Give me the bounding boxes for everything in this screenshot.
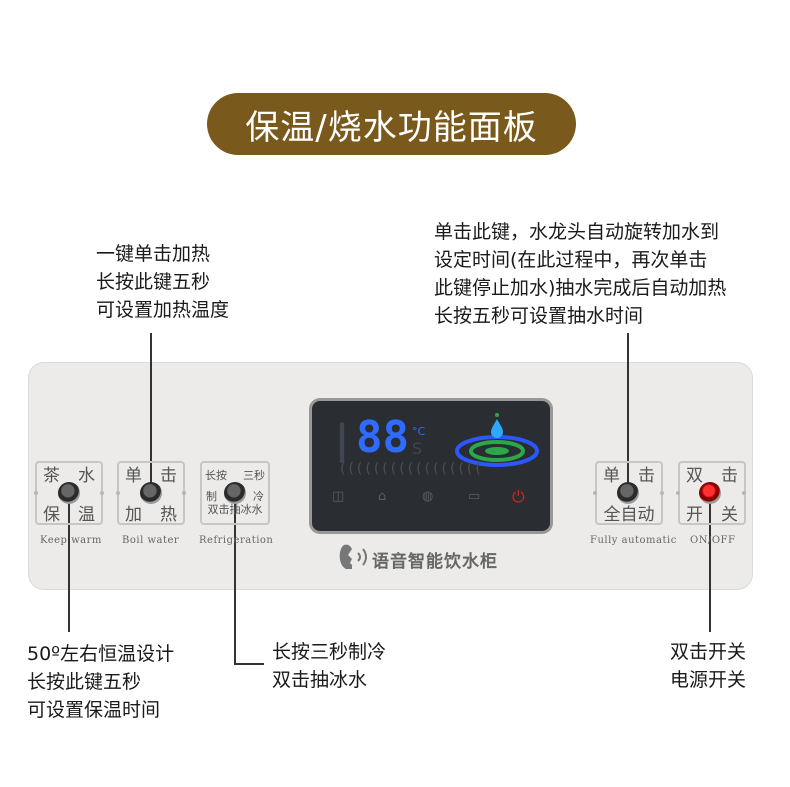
power-note: 双击开关 电源开关 [670, 638, 746, 694]
auto-note: 单击此键，水龙头自动旋转加水到 设定时间(在此过程中，再次单击 此键停止加水)抽… [434, 218, 726, 330]
indicator-dot [676, 491, 680, 495]
cold-bottom-label: 双击抽冰水 [200, 501, 270, 517]
boil-bottom-char: 热 [160, 505, 177, 525]
keepwarm-knob[interactable] [58, 482, 80, 504]
cold-button[interactable]: 长按 三秒 制 冷 双击抽冰水 [200, 461, 270, 525]
auto-note-line: 单击此键，水龙头自动旋转加水到 [434, 221, 720, 243]
lcd-display: | 88 °C S ((((((((((((((((( ◫ ⌂ ◍ ▭ ⏻ [312, 401, 550, 531]
auto-top-char: 单 [603, 466, 620, 486]
keepwarm-note-line: 可设置保温时间 [27, 699, 161, 721]
cold-top-label: 长按 三秒 [200, 467, 270, 483]
power-connector [709, 492, 711, 632]
power-bottom-char: 开 [686, 505, 703, 525]
keepwarm-bottom-label: 保 温 [35, 500, 103, 525]
boil-sub-label: Boil water [122, 535, 180, 546]
power-icon: ⏻ [512, 487, 525, 506]
auto-sub-label: Fully automatic [590, 535, 677, 546]
keepwarm-top-label: 茶 水 [35, 461, 103, 486]
cold-note-line: 双击抽冰水 [272, 669, 368, 691]
boil-knob[interactable] [140, 482, 162, 504]
keepwarm-note-line: 50º左右恒温设计 [27, 643, 175, 665]
auto-top-label: 单 击 [595, 461, 663, 486]
tea-mode-icon: ◫ [332, 489, 345, 504]
keepwarm-top-char: 水 [78, 466, 95, 486]
boil-top-char: 单 [125, 466, 142, 486]
cold-frame [200, 461, 270, 525]
cold-bottom-text: 双击抽冰水 [207, 503, 263, 516]
cold-mid-label: 制 冷 [200, 488, 270, 504]
keepwarm-top-char: 茶 [43, 466, 60, 486]
indicator-dot [593, 491, 597, 495]
water-ripple-icon [455, 413, 539, 467]
heat-note-line: 可设置加热温度 [96, 299, 230, 321]
heat-note-line: 长按此键五秒 [96, 271, 211, 293]
cold-connector-tick [234, 663, 264, 665]
indicator-dot [34, 491, 38, 495]
keepwarm-bottom-char: 保 [43, 505, 60, 525]
power-knob[interactable] [699, 482, 721, 504]
seconds-icon: S [412, 439, 423, 458]
cold-sub-label: Refrigeration [199, 535, 274, 546]
auto-bottom-label: 全自动 [595, 500, 663, 525]
cold-icon: ▭ [468, 489, 481, 504]
keepwarm-sub-label: Keep warm [40, 535, 102, 546]
heat-note: 一键单击加热 长按此键五秒 可设置加热温度 [96, 240, 229, 324]
auto-note-line: 此键停止加水)抽水完成后自动加热 [434, 277, 727, 299]
boil-top-label: 单 击 [117, 461, 185, 486]
boil-bottom-char: 加 [125, 505, 142, 525]
voice-face-icon [339, 544, 367, 569]
auto-note-line: 设定时间(在此过程中，再次单击 [434, 249, 708, 271]
cold-mid-char: 制 [206, 490, 217, 503]
cup-icon: ◍ [422, 489, 434, 504]
power-note-line: 双击开关 [670, 641, 747, 663]
cold-knob[interactable] [224, 482, 246, 504]
auto-note-line: 长按五秒可设置抽水时间 [434, 305, 644, 327]
segment-dim: | [330, 417, 355, 463]
power-bottom-label: 开 关 [678, 500, 746, 525]
cold-top-text: 三秒 [243, 469, 265, 482]
keepwarm-note: 50º左右恒温设计 长按此键五秒 可设置保温时间 [27, 640, 174, 724]
keepwarm-note-line: 长按此键五秒 [27, 671, 142, 693]
boil-bottom-label: 加 热 [117, 500, 185, 525]
power-sub-label: ON/OFF [690, 535, 736, 546]
cold-note-line: 长按三秒制冷 [272, 641, 387, 663]
temperature-digits: 88 [356, 412, 409, 463]
keepwarm-connector [68, 492, 70, 632]
page-title: 保温/烧水功能面板 [207, 93, 576, 155]
auto-bottom-text: 全自动 [603, 505, 655, 525]
indicator-dot [100, 491, 104, 495]
auto-top-char: 击 [638, 466, 655, 486]
progress-segments: ((((((((((((((((( [340, 461, 484, 477]
power-note-line: 电源开关 [670, 669, 747, 691]
cold-note: 长按三秒制冷 双击抽冰水 [272, 638, 386, 694]
heat-connector [150, 333, 152, 493]
kettle-icon: ⌂ [378, 489, 387, 504]
indicator-dot [116, 491, 120, 495]
temperature-unit: °C [412, 425, 426, 438]
cold-top-text: 长按 [205, 469, 227, 482]
brand-label: 语音智能饮水柜 [372, 552, 498, 572]
indicator-dot [660, 491, 664, 495]
indicator-dot [182, 491, 186, 495]
power-top-char: 击 [721, 466, 738, 486]
auto-connector [627, 333, 629, 493]
boil-top-char: 击 [160, 466, 177, 486]
cold-connector [234, 492, 236, 664]
indicator-dot [742, 491, 746, 495]
heat-note-line: 一键单击加热 [96, 243, 211, 265]
power-bottom-char: 关 [721, 505, 738, 525]
power-top-char: 双 [686, 466, 703, 486]
auto-knob[interactable] [617, 482, 639, 504]
cold-mid-char: 冷 [253, 490, 264, 503]
power-top-label: 双 击 [678, 461, 746, 486]
keepwarm-bottom-char: 温 [78, 505, 95, 525]
